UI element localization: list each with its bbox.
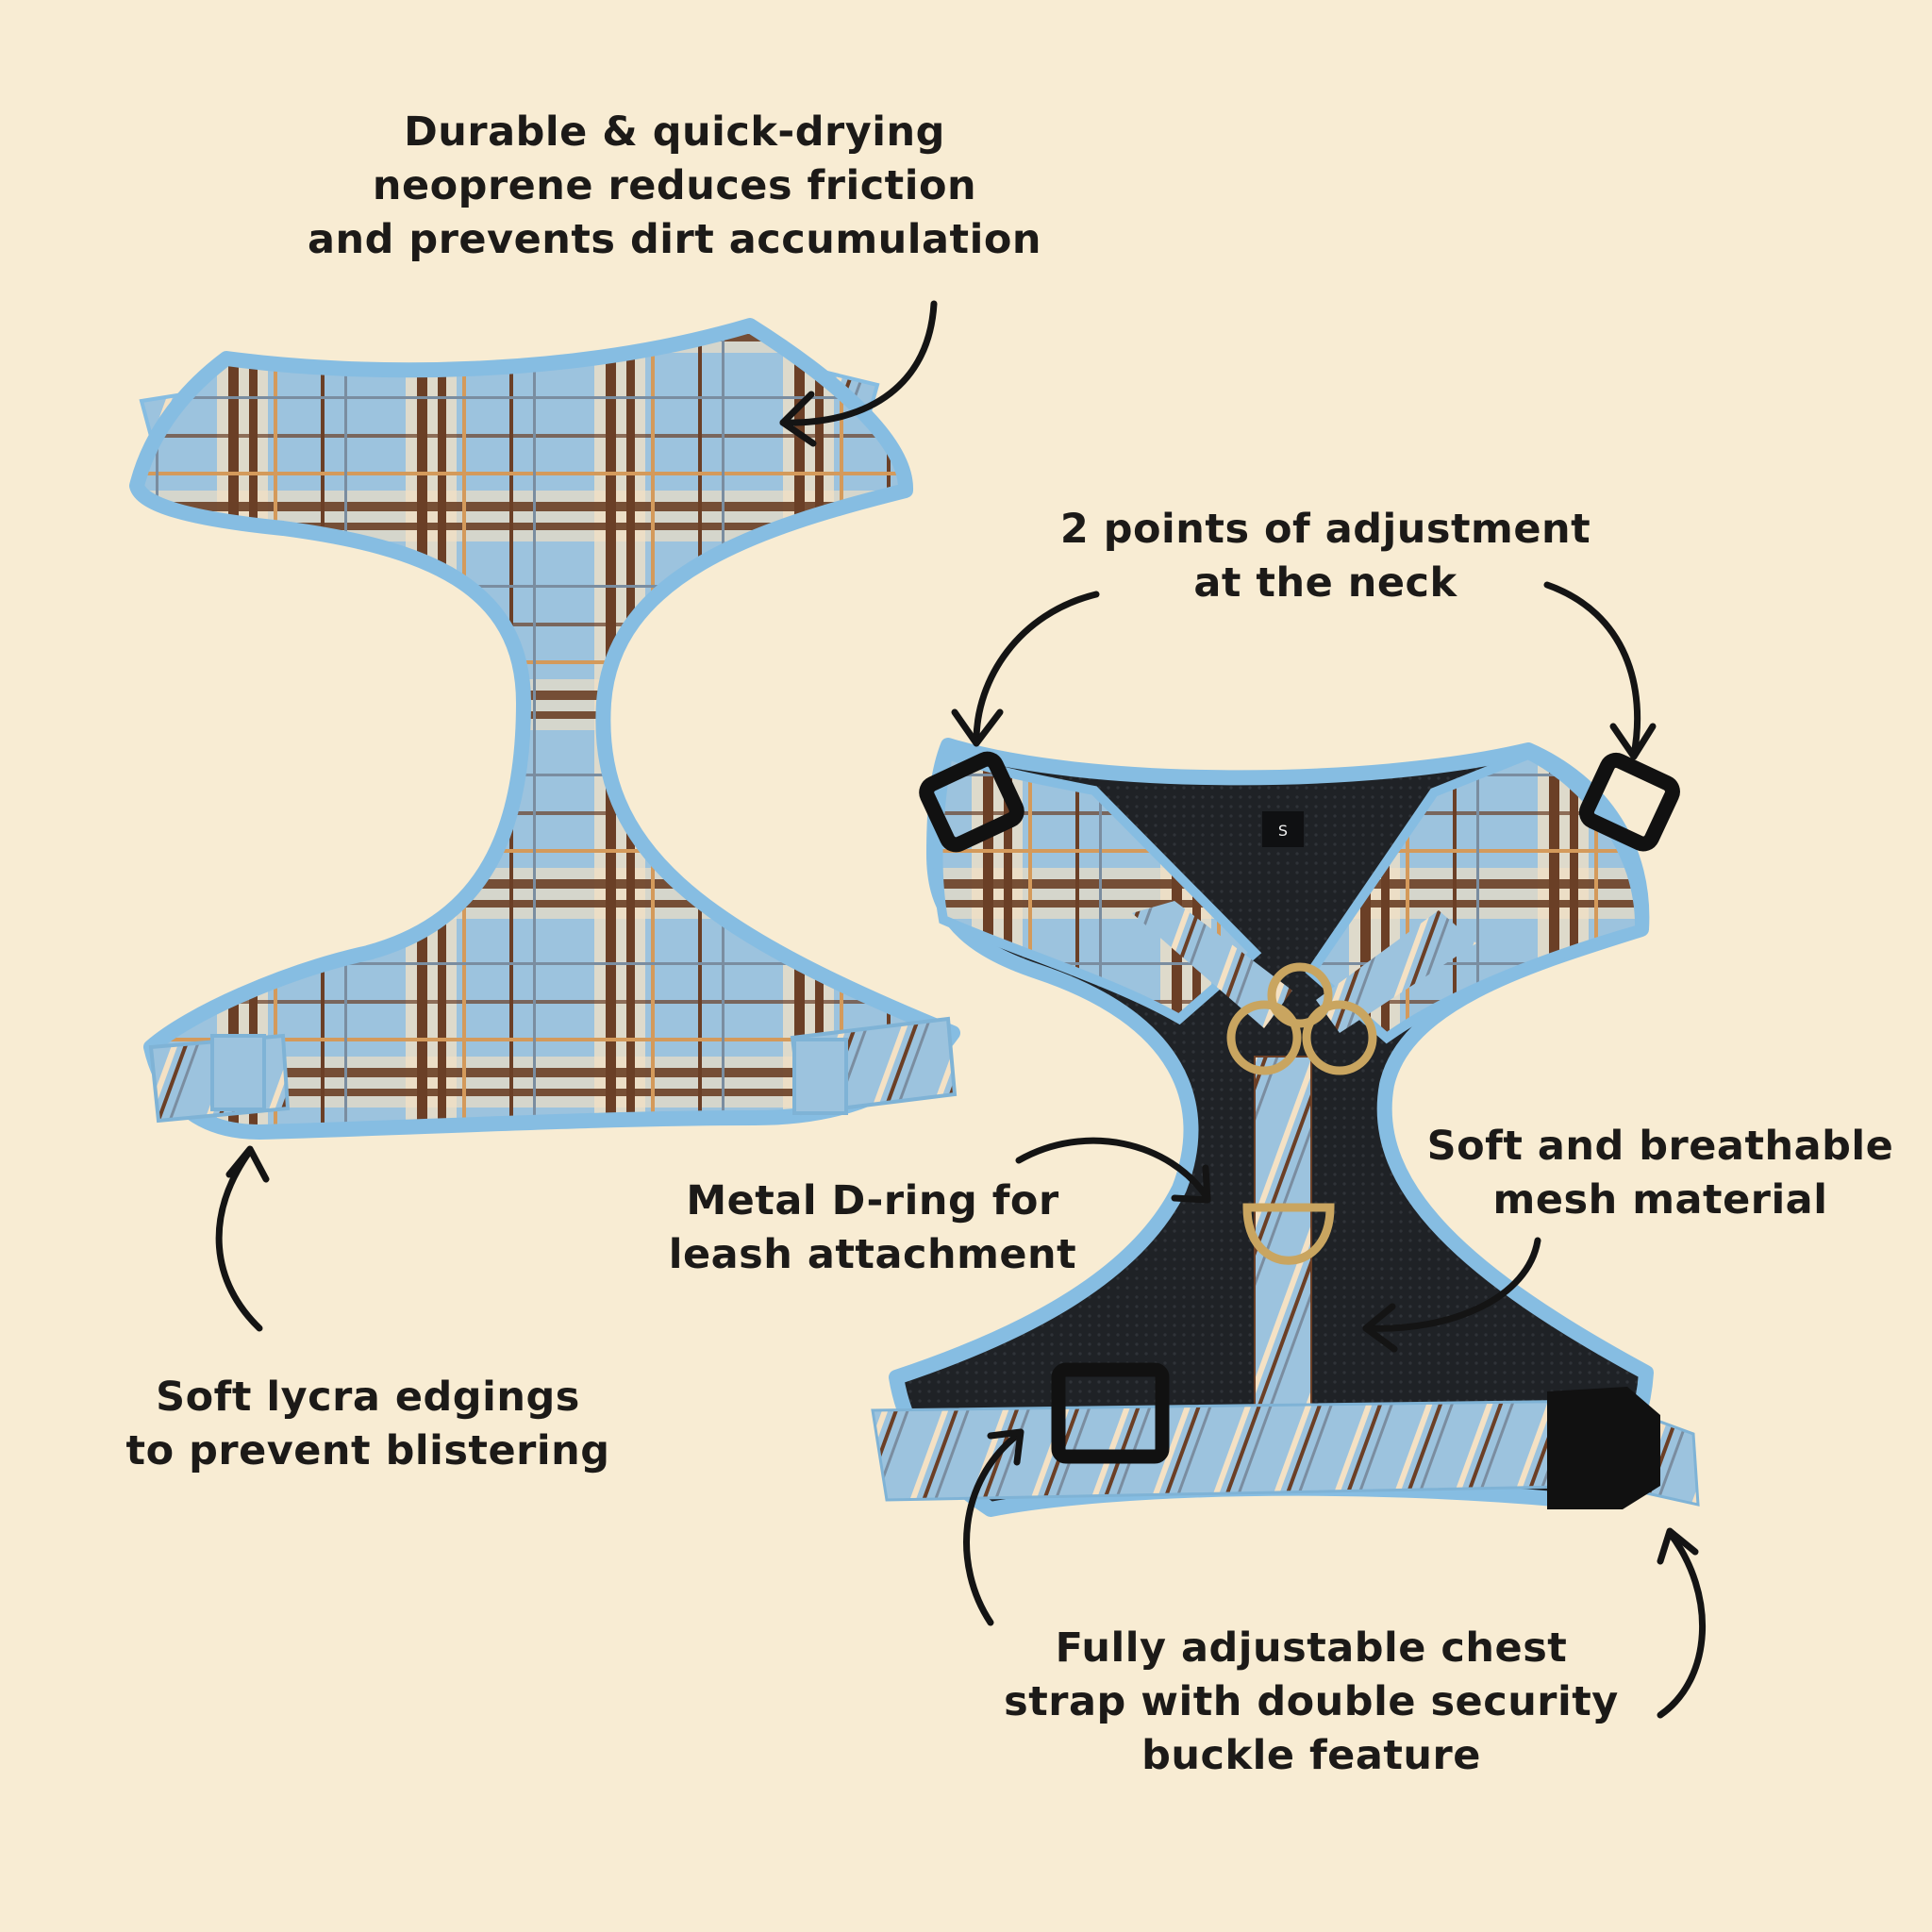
curved-arrow-icon	[215, 1145, 270, 1332]
callout-line: Fully adjustable chest	[1055, 1624, 1568, 1672]
curved-arrow-icon	[951, 591, 1100, 747]
strap-keeper-left	[210, 1034, 266, 1111]
size-tag	[1262, 811, 1304, 847]
curved-arrow-icon	[1657, 1527, 1706, 1719]
callout-lycra: Soft lycra edgings to prevent blistering	[104, 1371, 632, 1478]
callout-line: and prevents dirt accumulation	[308, 216, 1041, 263]
callout-line: 2 points of adjustment	[1059, 506, 1591, 553]
callout-line: leash attachment	[668, 1231, 1077, 1278]
harness-back-view	[129, 318, 960, 1140]
slide-adjuster-icon	[919, 751, 1024, 853]
neck-strap-left	[1132, 901, 1292, 1028]
o-ring	[1302, 1000, 1377, 1075]
callout-line: buckle feature	[1141, 1732, 1481, 1779]
callout-line: Soft lycra edgings	[156, 1374, 580, 1421]
curved-arrow-icon	[963, 1428, 1024, 1626]
curved-arrow-icon	[779, 300, 938, 447]
curved-arrow-icon	[1362, 1237, 1541, 1353]
callout-line: strap with double security	[1004, 1678, 1619, 1725]
callout-line: at the neck	[1193, 559, 1457, 607]
callout-neck-adjustment: 2 points of adjustment at the neck	[1028, 503, 1623, 610]
callout-line: Metal D-ring for	[686, 1177, 1059, 1224]
callout-d-ring: Metal D-ring for leash attachment	[651, 1174, 1094, 1282]
arrows	[215, 300, 1706, 1719]
slide-adjuster-icon	[1578, 752, 1680, 852]
harness-back-body	[129, 318, 960, 1140]
callout-line: mesh material	[1492, 1176, 1828, 1224]
callout-line: to prevent blistering	[125, 1427, 610, 1474]
callout-line: Soft and breathable	[1426, 1123, 1894, 1170]
callout-neoprene: Durable & quick-drying neoprene reduces …	[236, 106, 1113, 267]
size-tag-text: S	[1278, 822, 1288, 840]
neck-strap-right	[1316, 910, 1476, 1033]
d-ring-icon	[1242, 1203, 1335, 1265]
curved-arrow-icon	[1015, 1137, 1211, 1204]
callout-line: Durable & quick-drying	[404, 108, 945, 156]
slide-adjuster-icon	[1051, 1362, 1170, 1464]
callout-line: neoprene reduces friction	[372, 162, 977, 209]
strap-keeper-right	[792, 1038, 848, 1115]
callout-chest-strap: Fully adjustable chest strap with double…	[981, 1622, 1641, 1783]
o-ring	[1267, 962, 1333, 1028]
side-release-buckle-icon	[1547, 1387, 1660, 1509]
o-ring	[1226, 1000, 1302, 1075]
callout-mesh: Soft and breathable mesh material	[1396, 1120, 1924, 1227]
curved-arrow-icon	[1543, 581, 1657, 760]
